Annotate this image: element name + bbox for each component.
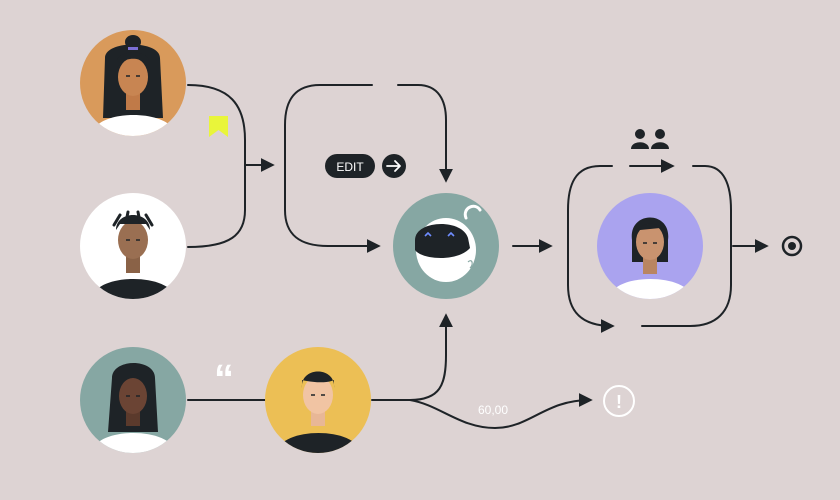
robot-avatar	[393, 193, 499, 299]
svg-text:!: !	[616, 392, 622, 412]
connector-edit-down	[397, 84, 453, 183]
edit-button[interactable]: EDIT	[325, 154, 375, 178]
value-label: 60,00	[478, 403, 508, 417]
connectors	[187, 84, 769, 430]
edit-arrow-icon[interactable]	[382, 154, 406, 178]
connector-bottom-up	[371, 313, 453, 401]
connector-loop-left	[567, 165, 615, 333]
target-icon	[781, 235, 803, 257]
connector-top-avatar	[187, 84, 246, 248]
connector-wave	[409, 393, 593, 430]
quote-icon: “	[214, 357, 234, 401]
avatar-woman-braids	[80, 347, 186, 453]
avatar-woman-bun	[80, 30, 186, 136]
avatar-man-locs	[80, 193, 186, 299]
people-icon	[631, 129, 669, 149]
avatar-woman-purple	[597, 193, 703, 299]
bookmark-icon	[209, 116, 228, 137]
connector-split-top	[284, 84, 381, 253]
edit-label: EDIT	[336, 160, 364, 174]
connector-loop-right	[641, 165, 732, 327]
alert-icon: !	[603, 385, 635, 417]
avatar-man-yellow	[265, 347, 371, 453]
